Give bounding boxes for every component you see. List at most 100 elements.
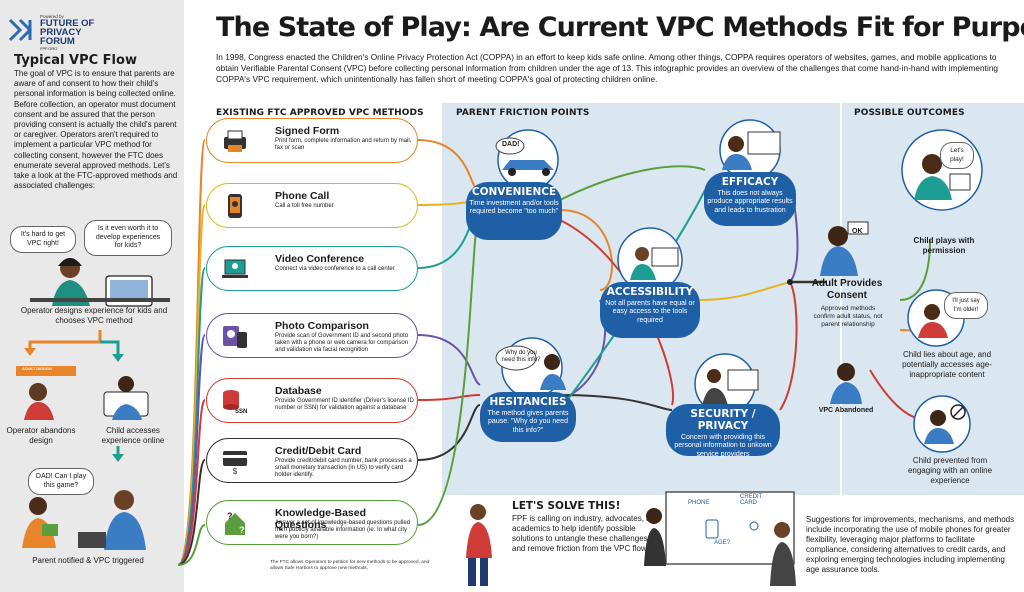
svg-text:$: $: [233, 467, 238, 476]
friction-desc: Concern with providing this personal inf…: [674, 434, 772, 458]
fpf-logo: Powered by FUTURE OF PRIVACY FORUM FPF.O…: [8, 14, 178, 51]
adult-consent-title: Adult Provides Consent: [811, 278, 883, 301]
solve-person-illustration: [466, 504, 492, 586]
hesitancies-bubble: Why do you need this info?: [501, 350, 541, 363]
speech-bubble-hard: It's hard to get VPC right!: [10, 226, 76, 253]
adult-consent-illustration: [820, 221, 869, 276]
method-phone-call: Phone Call Call a toll free number: [206, 183, 418, 228]
friction-desc: The method gives parents pause. "Why do …: [487, 410, 569, 434]
methods-header: EXISTING FTC APPROVED VPC METHODS: [216, 108, 424, 118]
solve-body: FPF is calling on industry, advocates, a…: [512, 514, 660, 553]
sidebar-step-abandon: Operator abandons design: [6, 426, 76, 445]
friction-desc: This does not always produce appropriate…: [707, 190, 793, 214]
friction-accessibility: ACCESSIBILITY Not all parents have equal…: [600, 282, 700, 338]
page-title: The State of Play: Are Current VPC Metho…: [216, 12, 1024, 43]
logo-name: FUTURE OF PRIVACY FORUM: [40, 18, 95, 47]
outcome-child-lies: Child lies about age, and potentially ac…: [902, 350, 992, 379]
laptop-video-icon: [222, 259, 248, 278]
adult-consent-desc: Approved methods confirm adult status, n…: [813, 305, 883, 328]
operator-illustration: [30, 258, 170, 307]
methods-footnote: The FTC allows Operators to petition for…: [270, 560, 430, 571]
credit-card-icon: $: [223, 451, 247, 476]
fpf-logo-icon: [8, 18, 33, 42]
friction-header: PARENT FRICTION POINTS: [456, 108, 590, 118]
sidebar-body: The goal of VPC is to ensure that parent…: [14, 69, 178, 191]
board-phone: PHONE: [688, 500, 710, 506]
svg-text:?: ?: [239, 525, 245, 535]
friction-desc: Time investment and/or tools required be…: [469, 200, 559, 216]
friction-title: HESITANCIES: [489, 396, 567, 408]
method-title: Signed Form: [275, 125, 340, 137]
method-desc: Connect via video conference to a call c…: [275, 266, 395, 272]
adult-design-sign: ADULT DESIGN: [22, 366, 52, 371]
friction-title: CONVENIENCE: [471, 186, 557, 198]
friction-efficacy: EFFICACY This does not always produce ap…: [704, 172, 796, 226]
whiteboard-illustration: [644, 491, 796, 586]
security-illustration: [694, 353, 759, 415]
method-signed-form: Signed Form Print form, complete informa…: [206, 118, 418, 163]
sidebar: [0, 0, 184, 592]
friction-security-privacy: SECURITY / PRIVACY Concern with providin…: [666, 404, 780, 458]
flow-arrows-1: [24, 330, 124, 362]
friction-convenience: CONVENIENCE Time investment and/or tools…: [466, 182, 562, 240]
convenience-illustration: [495, 129, 559, 191]
friction-hesitancies: HESITANCIES The method gives parents pau…: [480, 392, 576, 442]
speech-bubble-dad: DAD! Can I play this game?: [28, 468, 94, 495]
speech-bubble-worth: Is it even worth it to develop experienc…: [84, 220, 172, 256]
sidebar-step-child: Child accesses experience online: [101, 426, 165, 445]
solve-title: LET'S SOLVE THIS!: [512, 500, 621, 512]
suggestions-text: Suggestions for improvements, mechanisms…: [806, 515, 1015, 574]
friction-title: SECURITY / PRIVACY: [690, 408, 756, 432]
friction-desc: Not all parents have equal or easy acces…: [605, 300, 695, 324]
phone-icon: [228, 194, 242, 218]
method-title: Photo Comparison: [275, 320, 369, 332]
method-desc: Print form, complete information and ret…: [275, 138, 412, 151]
printer-icon: [224, 130, 246, 152]
method-title: Knowledge-Based Questions: [275, 507, 367, 531]
ok-sign: OK: [852, 228, 863, 235]
method-title: Credit/Debit Card: [275, 445, 362, 457]
vpc-abandoned-illustration: [830, 363, 862, 404]
method-video-conference: Video Conference Connect via video confe…: [206, 246, 418, 291]
intro-text: In 1998, Congress enacted the Children's…: [216, 52, 999, 84]
method-title: Video Conference: [275, 253, 365, 265]
method-credit-card: $ Credit/Debit Card Provide credit/debit…: [206, 438, 418, 483]
svg-text:?: ?: [227, 511, 233, 521]
method-desc: Provide credit/debit card number, bank p…: [275, 458, 412, 478]
logo-sub: FPF.ORG: [40, 46, 58, 51]
question-map-icon: ??: [225, 511, 245, 535]
vpc-abandoned: VPC Abandoned: [818, 407, 874, 414]
convenience-bubble: DAD!: [502, 141, 520, 148]
abandon-and-child-illustration: [16, 366, 149, 420]
method-title: Database: [275, 385, 322, 397]
sidebar-step-parent: Parent notified & VPC triggered: [32, 556, 144, 565]
flow-arrow-2: [112, 446, 124, 462]
outcomes-header: POSSIBLE OUTCOMES: [854, 108, 965, 118]
child-lies-bubble: I'll just say I'm older!: [944, 292, 988, 319]
efficacy-illustration: [719, 119, 781, 181]
ssn-label: SSN: [235, 409, 248, 415]
method-title: Phone Call: [275, 190, 330, 202]
sidebar-title: Typical VPC Flow: [14, 53, 137, 68]
sidebar-step-operator: Operator designs experience for kids and…: [20, 306, 168, 325]
method-desc: Answer a set of knowledge-based question…: [275, 520, 411, 540]
photo-id-icon: [223, 326, 247, 348]
method-photo-comparison: Photo Comparison Provide scan of Governm…: [206, 313, 418, 358]
database-ssn-icon: [223, 390, 239, 410]
method-desc: Provide scan of Government ID and second…: [275, 333, 409, 353]
child-plays-illustration: [901, 129, 983, 211]
board-card: CREDIT CARD: [740, 494, 763, 506]
method-desc: Call a toll free number: [275, 203, 334, 209]
friction-title: EFFICACY: [721, 176, 779, 188]
outcome-child-prevented: Child prevented from engaging with an on…: [907, 456, 993, 485]
friction-title: ACCESSIBILITY: [606, 286, 694, 298]
method-knowledge-questions: ?? Knowledge-Based Questions Answer a se…: [206, 500, 418, 545]
accessibility-illustration: [617, 227, 683, 293]
logo-powered-by: Powered by: [40, 14, 64, 19]
board-age: AGE?: [714, 540, 731, 546]
hesitancies-illustration: [495, 337, 566, 399]
method-desc: Provide Government ID identifier (Driver…: [275, 398, 414, 411]
child-plays-bubble: Let's play!: [940, 142, 974, 169]
method-database: SSN Database Provide Government ID ident…: [206, 378, 418, 423]
